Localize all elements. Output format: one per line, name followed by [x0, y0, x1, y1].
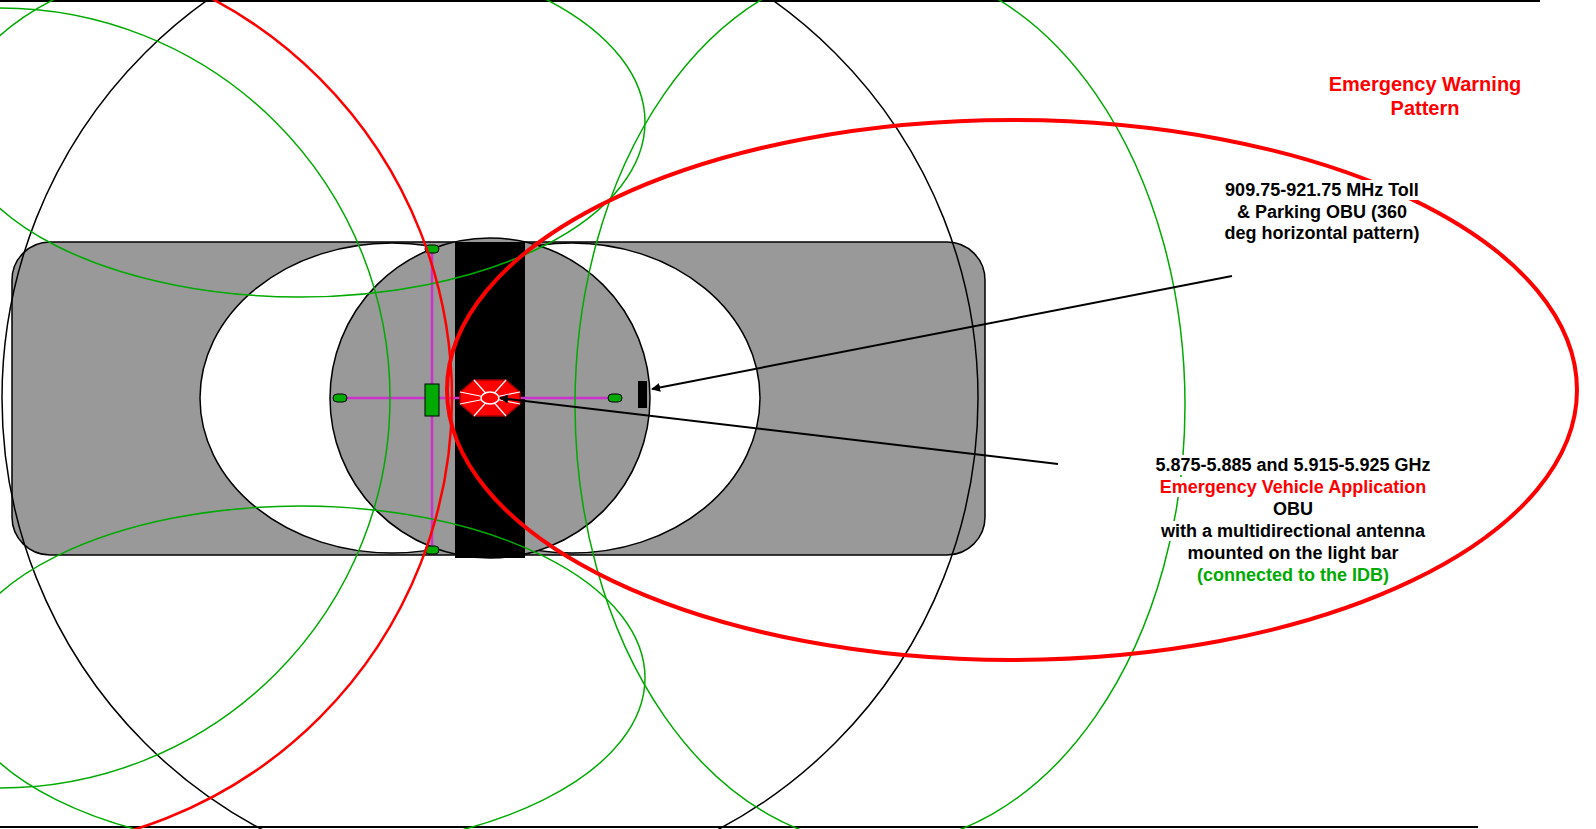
frequency-label: 5.875-5.885 and 5.915-5.925 GHz — [1123, 455, 1463, 477]
antenna-node — [608, 394, 622, 402]
warning-pattern — [0, 0, 452, 829]
obu-label: OBU — [1123, 499, 1463, 521]
toll-pattern — [2, 0, 978, 829]
idb-pattern — [0, 0, 645, 297]
toll-obu — [638, 381, 647, 408]
connection-note: (connected to the IDB) — [1123, 565, 1463, 587]
label-text: Emergency Warning Pattern — [1329, 73, 1522, 119]
warning-pattern — [447, 120, 1577, 660]
frame-line — [0, 826, 1478, 828]
leader-line — [652, 276, 1232, 389]
antenna-note: with a multidirectional antenna mounted … — [1143, 521, 1443, 564]
idb-pattern — [0, 506, 645, 829]
emergency-obu — [460, 380, 520, 416]
leader-line — [500, 398, 1058, 464]
idb-unit — [425, 384, 439, 416]
label-text: 909.75-921.75 MHz Toll & Parking OBU (36… — [1225, 180, 1420, 243]
label-text: 5.875-5.885 and 5.915-5.925 GHz — [1155, 455, 1430, 475]
toll-obu-label: 909.75-921.75 MHz Toll & Parking OBU (36… — [1220, 180, 1425, 245]
obu-antenna — [481, 392, 499, 404]
label-text: OBU — [1273, 499, 1313, 519]
pattern-title: Emergency Warning Pattern — [1300, 72, 1550, 120]
antenna-node — [333, 394, 347, 402]
emergency-obu-detail — [460, 380, 520, 416]
label-text: Emergency Vehicle Application — [1160, 477, 1426, 497]
label-text: with a multidirectional antenna mounted … — [1161, 521, 1425, 563]
idb-pattern — [0, 8, 390, 788]
application-label: Emergency Vehicle Application — [1123, 477, 1463, 499]
frame-line — [0, 0, 1540, 2]
label-text: (connected to the IDB) — [1197, 565, 1389, 585]
